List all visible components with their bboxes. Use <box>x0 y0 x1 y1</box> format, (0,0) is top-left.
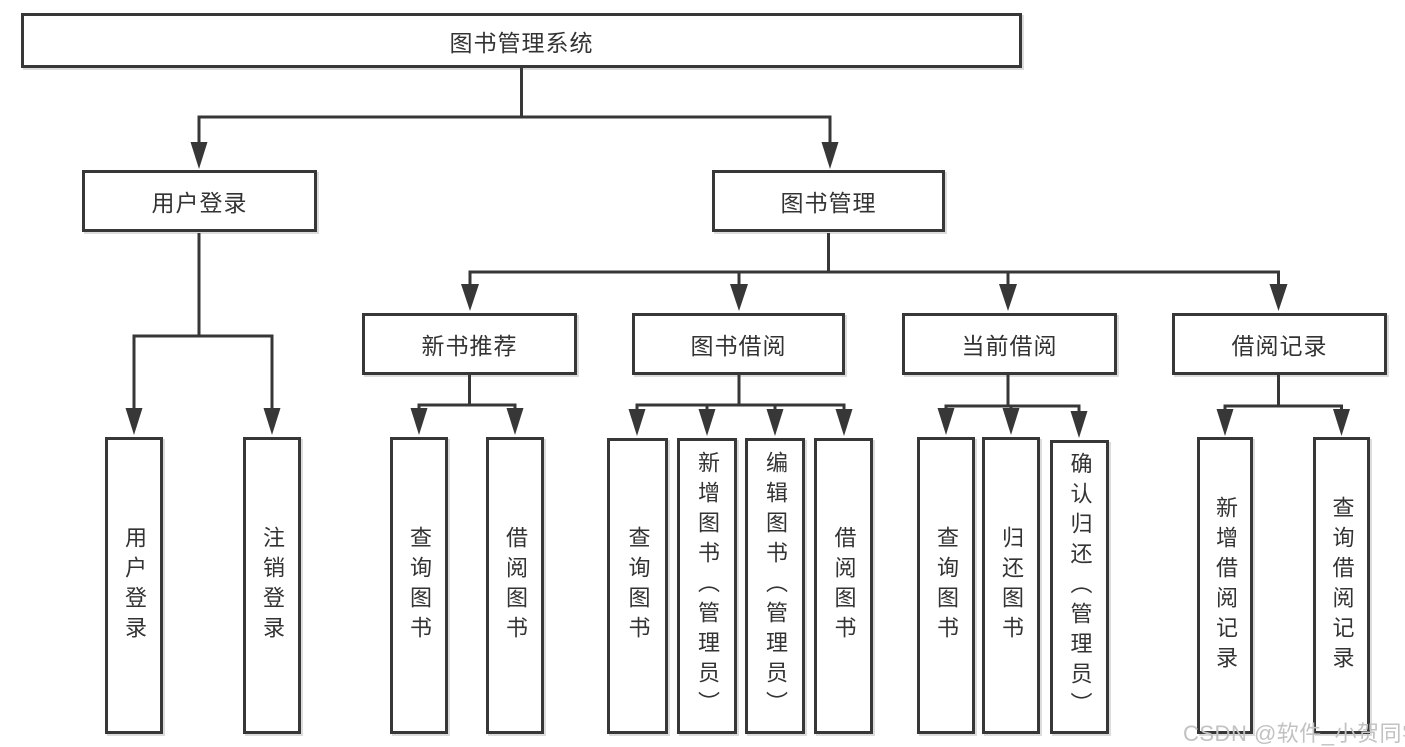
node-leaf-nbr-query-books: 查询图书 <box>390 437 448 734</box>
node-root: 图书管理系统 <box>21 13 1022 68</box>
node-leaf-br-query-record-label: 查询借阅记录 <box>1329 495 1355 676</box>
node-book-management-label: 图书管理 <box>780 190 877 216</box>
node-new-book-recommend-label: 新书推荐 <box>421 333 518 359</box>
node-user-login-label: 用户登录 <box>151 190 248 216</box>
node-leaf-cb-return-books: 归还图书 <box>982 437 1040 734</box>
node-leaf-nbr-query-books-label: 查询图书 <box>407 525 432 646</box>
node-leaf-login: 用户登录 <box>105 437 163 734</box>
node-leaf-nbr-borrow-books-label: 借阅图书 <box>503 525 528 646</box>
node-leaf-cb-query-books-label: 查询图书 <box>934 525 959 646</box>
node-leaf-bb-query-books: 查询图书 <box>607 438 668 734</box>
node-leaf-logout-label: 注销登录 <box>260 525 285 646</box>
node-leaf-nbr-borrow-books: 借阅图书 <box>486 437 544 734</box>
node-leaf-br-add-record-label: 新增借阅记录 <box>1213 495 1238 676</box>
node-leaf-cb-query-books: 查询图书 <box>917 437 975 734</box>
node-leaf-cb-confirm-return: 确认归还（管理员） <box>1050 440 1109 734</box>
node-leaf-bb-edit-books: 编辑图书（管理员） <box>745 438 805 734</box>
node-borrow-records: 借阅记录 <box>1172 313 1387 375</box>
node-leaf-bb-borrow-books: 借阅图书 <box>814 438 873 734</box>
node-leaf-br-add-record: 新增借阅记录 <box>1197 437 1253 734</box>
node-leaf-bb-add-books: 新增图书（管理员） <box>677 438 737 734</box>
node-leaf-bb-edit-books-label: 编辑图书（管理员） <box>763 451 788 721</box>
node-leaf-bb-add-books-label: 新增图书（管理员） <box>695 451 720 721</box>
node-book-management: 图书管理 <box>712 170 945 232</box>
node-current-borrow-label: 当前借阅 <box>961 333 1058 359</box>
node-leaf-logout: 注销登录 <box>243 437 301 734</box>
node-root-label: 图书管理系统 <box>449 29 594 56</box>
node-user-login: 用户登录 <box>82 170 317 232</box>
node-leaf-cb-confirm-return-label: 确认归还（管理员） <box>1067 452 1093 722</box>
node-current-borrow: 当前借阅 <box>902 313 1117 375</box>
node-leaf-bb-query-books-label: 查询图书 <box>625 526 651 646</box>
node-leaf-cb-return-books-label: 归还图书 <box>999 525 1024 646</box>
node-book-borrow-label: 图书借阅 <box>690 333 787 359</box>
node-borrow-records-label: 借阅记录 <box>1231 333 1328 359</box>
node-leaf-bb-borrow-books-label: 借阅图书 <box>831 526 857 646</box>
node-new-book-recommend: 新书推荐 <box>362 313 577 375</box>
node-leaf-login-label: 用户登录 <box>122 525 147 646</box>
node-book-borrow: 图书借阅 <box>632 313 845 375</box>
csdn-watermark: CSDN @软件_小贺同学 <box>1183 721 1405 746</box>
node-leaf-br-query-record: 查询借阅记录 <box>1313 437 1370 734</box>
arrowhead-icons <box>125 142 1350 438</box>
